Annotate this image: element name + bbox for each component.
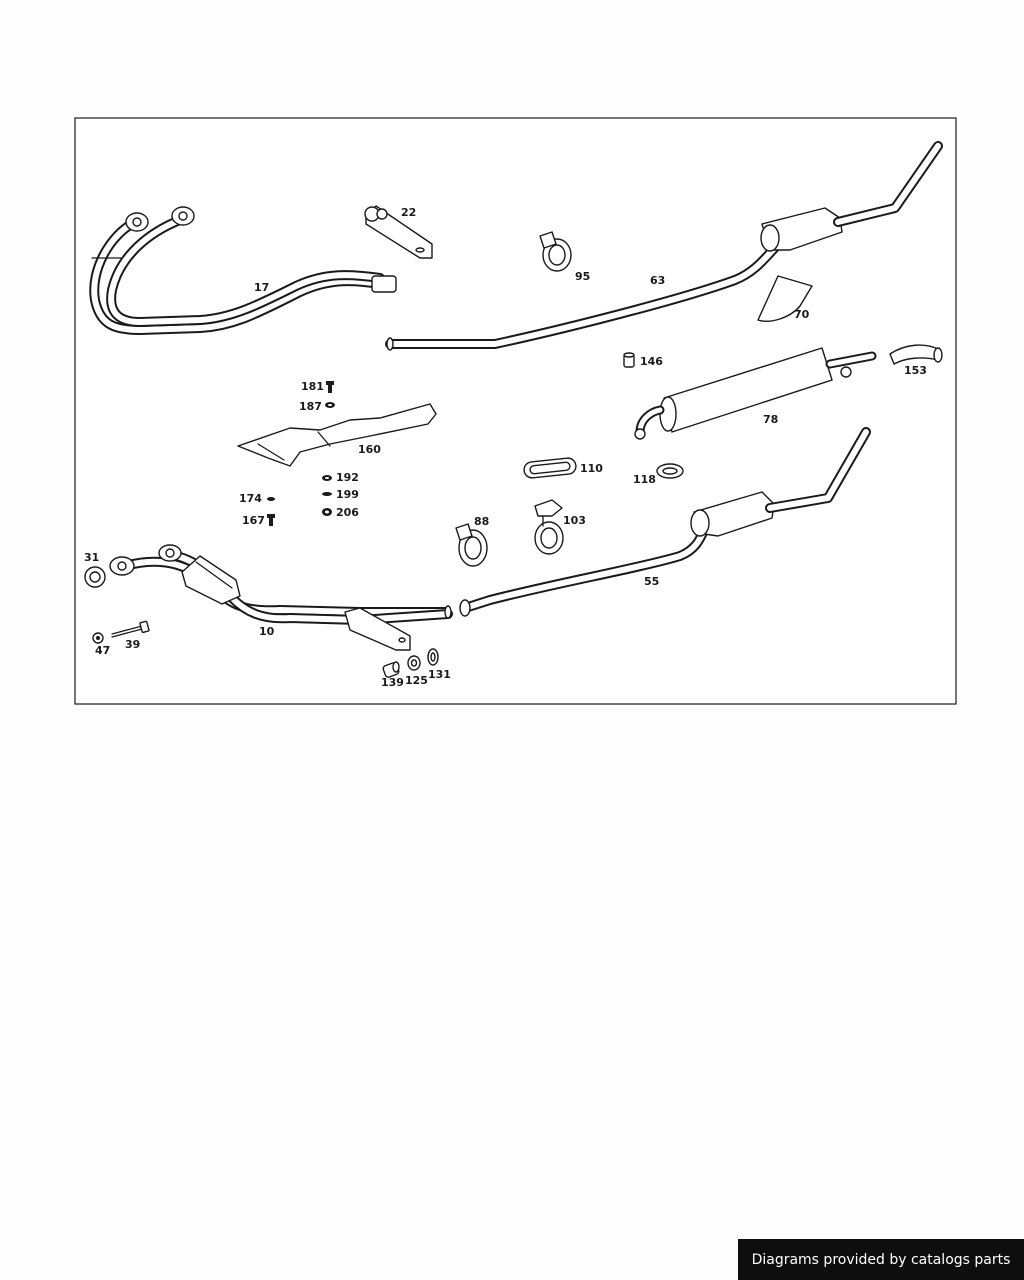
muffler-78[interactable] [634, 347, 877, 440]
callout-22: 22 [401, 206, 416, 219]
rubber-ring-110[interactable] [523, 457, 577, 479]
nut-47[interactable] [92, 632, 104, 644]
clamp-95[interactable] [539, 231, 572, 272]
callout-125: 125 [405, 674, 428, 687]
callout-55: 55 [644, 575, 659, 588]
clip-174[interactable] [267, 497, 275, 501]
front-pipe-10[interactable] [109, 544, 453, 651]
tail-tip-153[interactable] [889, 344, 943, 365]
ring-131[interactable] [427, 648, 439, 666]
clamp-103[interactable] [534, 499, 564, 555]
clamp-88[interactable] [455, 523, 488, 567]
callout-139: 139 [381, 676, 404, 689]
screw-167[interactable] [267, 514, 275, 526]
ring-118[interactable] [656, 463, 684, 479]
callout-47: 47 [95, 644, 110, 657]
diagram-frame [74, 117, 957, 705]
rubber-mount-139[interactable] [382, 661, 400, 678]
callout-95: 95 [575, 270, 590, 283]
callout-88: 88 [474, 515, 489, 528]
callout-153: 153 [904, 364, 927, 377]
callout-17: 17 [254, 281, 269, 294]
callout-63: 63 [650, 274, 665, 287]
callout-131: 131 [428, 668, 451, 681]
nut-206[interactable] [322, 508, 332, 516]
front-pipe-17[interactable] [89, 206, 397, 335]
washer-192[interactable] [322, 475, 332, 481]
washer-187[interactable] [325, 402, 335, 408]
callout-199: 199 [336, 488, 359, 501]
callout-78: 78 [763, 413, 778, 426]
callout-206: 206 [336, 506, 359, 519]
intermediate-pipe-55[interactable] [459, 427, 871, 617]
bolt-181[interactable] [326, 381, 334, 393]
callout-110: 110 [580, 462, 603, 475]
callout-160: 160 [358, 443, 381, 456]
callout-187: 187 [299, 400, 322, 413]
washer-125[interactable] [407, 655, 421, 671]
callout-174: 174 [239, 492, 262, 505]
washer-199[interactable] [322, 492, 332, 496]
bracket-22[interactable] [364, 205, 433, 259]
callout-39: 39 [125, 638, 140, 651]
callout-192: 192 [336, 471, 359, 484]
cap-146[interactable] [623, 352, 635, 368]
heat-shield-70[interactable] [757, 275, 813, 322]
callout-10: 10 [259, 625, 275, 638]
heat-shield-160[interactable] [237, 403, 437, 467]
bolt-39[interactable] [111, 620, 150, 638]
callout-181: 181 [301, 380, 324, 393]
callout-31: 31 [84, 551, 99, 564]
watermark-banner: Diagrams provided by catalogs parts [738, 1239, 1024, 1280]
rear-pipe-63[interactable] [385, 141, 943, 351]
callout-118: 118 [633, 473, 656, 486]
callout-167: 167 [242, 514, 265, 527]
callout-70: 70 [794, 308, 810, 321]
callout-146: 146 [640, 355, 663, 368]
callout-103: 103 [563, 514, 586, 527]
gasket-31[interactable] [84, 566, 106, 588]
